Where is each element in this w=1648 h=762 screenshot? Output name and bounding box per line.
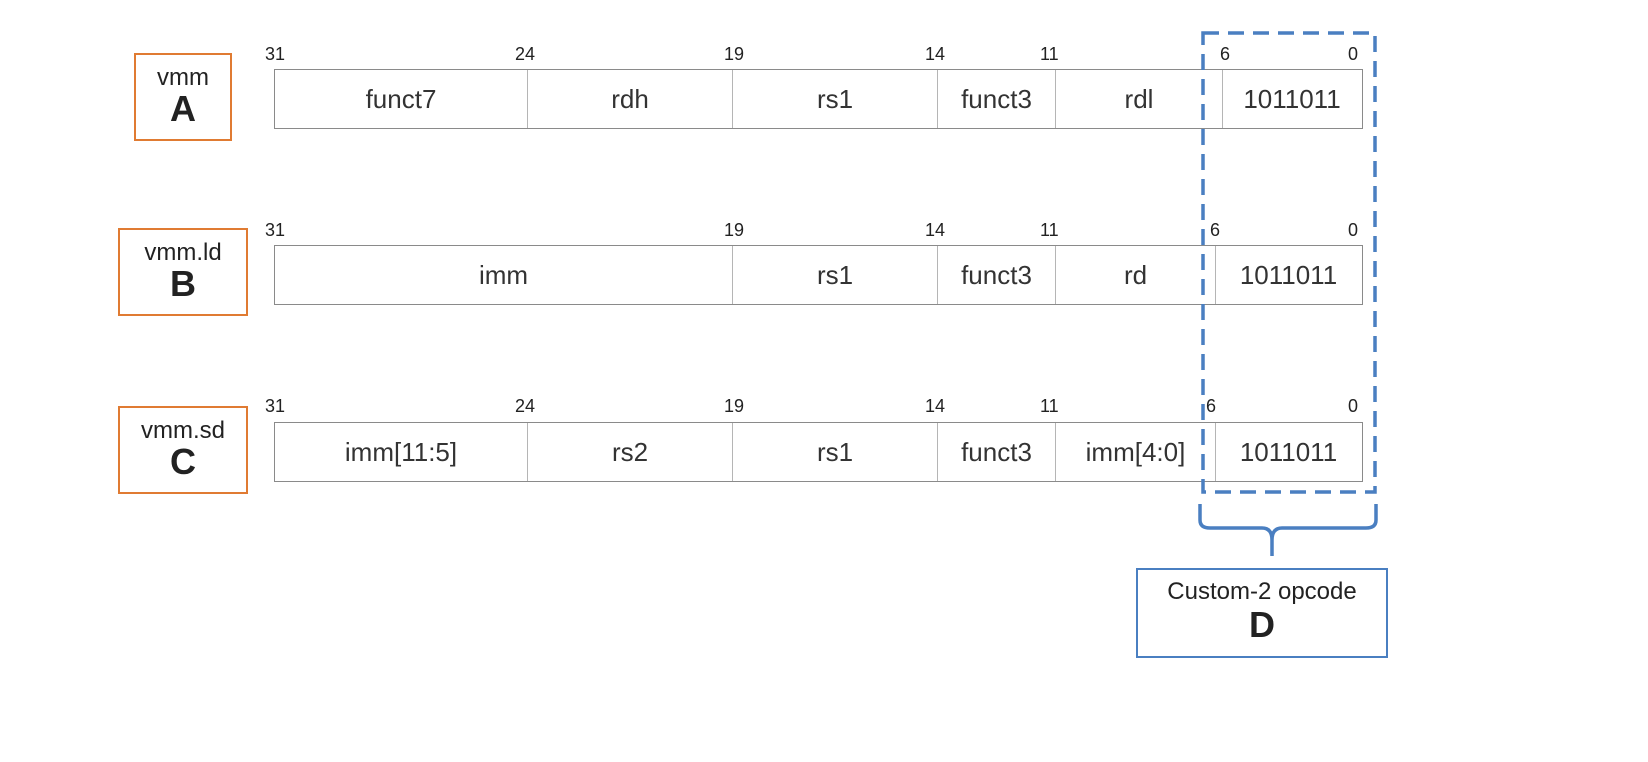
instruction-letter: C — [170, 441, 196, 482]
label-box-vmm-ld: vmm.ld B — [118, 228, 248, 316]
field-rdh: rdh — [528, 70, 733, 128]
field-opcode: 1011011 — [1243, 83, 1341, 114]
bit-number-19: 19 — [724, 220, 745, 240]
field-funct7: funct7 — [275, 70, 528, 128]
bit-number-11: 11 — [1040, 220, 1059, 240]
bit-number-0: 0 — [1348, 220, 1359, 240]
field-rs1: rs1 — [733, 423, 938, 481]
field-opcode: 1011011 — [1239, 436, 1338, 467]
opcode-callout-letter: D — [1249, 604, 1275, 645]
instruction-name: vmm.sd — [141, 417, 225, 444]
instruction-letter: B — [170, 263, 196, 304]
field-opcode: 1011011 — [1239, 259, 1338, 290]
bit-number-0: 0 — [1348, 396, 1359, 416]
field-funct3: funct3 — [938, 70, 1056, 128]
bit-number-31: 31 — [265, 220, 286, 240]
field-imm: imm — [275, 246, 733, 304]
bit-number-6: 6 — [1210, 220, 1221, 240]
instruction-name: vmm — [157, 64, 209, 91]
instruction-row-vmm-sd: imm[11:5] rs2 rs1 funct3 imm[4:0] 101101… — [274, 422, 1363, 482]
bit-number-11: 11 — [1040, 44, 1059, 64]
label-box-vmm: vmm A — [134, 53, 232, 141]
opcode-callout-box: Custom-2 opcode D — [1136, 568, 1388, 658]
opcode-brace — [1198, 504, 1378, 556]
bit-number-14: 14 — [925, 44, 946, 64]
bit-number-0: 0 — [1348, 44, 1359, 64]
field-imm-4-0: imm[4:0] — [1056, 423, 1216, 481]
bit-number-11: 11 — [1040, 396, 1059, 416]
instruction-name: vmm.ld — [144, 239, 222, 266]
label-box-vmm-sd: vmm.sd C — [118, 406, 248, 494]
bit-number-19: 19 — [724, 44, 745, 64]
bit-number-6: 6 — [1220, 44, 1231, 64]
bit-number-24: 24 — [515, 44, 536, 64]
bit-number-24: 24 — [515, 396, 536, 416]
bit-number-14: 14 — [925, 396, 946, 416]
field-rd: rd — [1056, 246, 1216, 304]
field-imm-11-5: imm[11:5] — [275, 423, 528, 481]
field-funct3: funct3 — [938, 246, 1056, 304]
field-rdl: rdl — [1056, 70, 1223, 128]
bit-number-31: 31 — [265, 396, 286, 416]
instruction-row-vmm: funct7 rdh rs1 funct3 rdl 1011011 — [274, 69, 1363, 129]
instruction-row-vmm-ld: imm rs1 funct3 rd 1011011 — [274, 245, 1363, 305]
field-funct3: funct3 — [938, 423, 1056, 481]
bit-number-19: 19 — [724, 396, 745, 416]
field-rs1: rs1 — [733, 246, 938, 304]
bit-number-31: 31 — [265, 44, 286, 64]
field-rs1: rs1 — [733, 70, 938, 128]
bit-number-6: 6 — [1206, 396, 1217, 416]
opcode-callout-name: Custom-2 opcode — [1167, 578, 1357, 605]
bit-number-14: 14 — [925, 220, 946, 240]
instruction-letter: A — [170, 88, 196, 129]
field-rs2: rs2 — [528, 423, 733, 481]
